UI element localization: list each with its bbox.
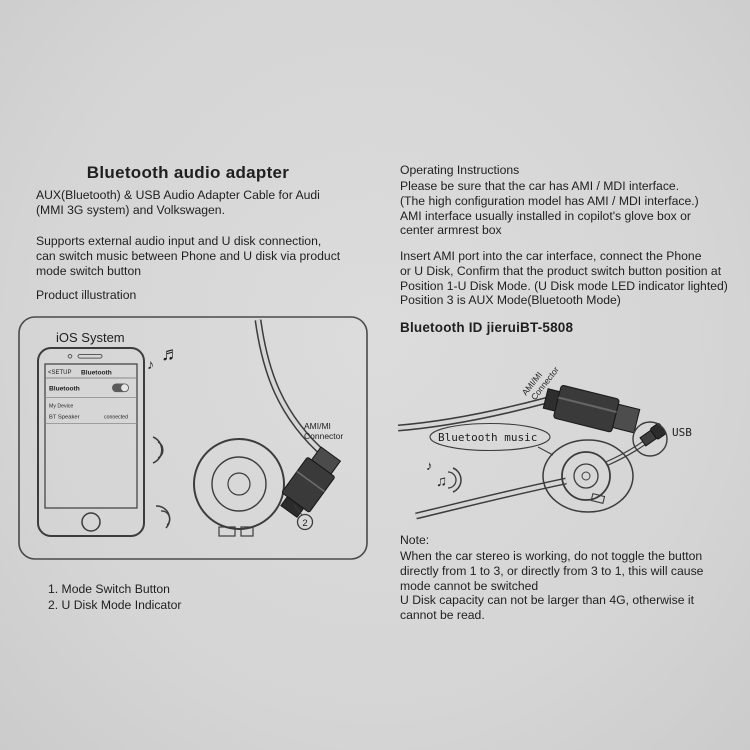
- indicator-circle: [296, 513, 314, 531]
- illustration-border: [18, 316, 368, 560]
- product-description: Supports external audio input and U disk…: [36, 234, 341, 278]
- cable: [254, 319, 329, 459]
- connector-label-line1: AMI/MI: [304, 421, 331, 431]
- paired-device-name: BT Speaker: [49, 415, 80, 421]
- product-illustration-label: Product illustration: [36, 288, 137, 302]
- phone-earpiece: [77, 354, 103, 359]
- indicator-number: 2: [302, 518, 307, 529]
- operating-paragraph-2: Insert AMI port into the car interface, …: [400, 249, 728, 308]
- bluetooth-id: Bluetooth ID jieruiBT-5808: [400, 320, 574, 335]
- phone-home-button: [81, 512, 101, 532]
- cable: [604, 440, 646, 467]
- my-device-label: My Device: [49, 404, 73, 410]
- music-notes-icon: ♬: [161, 344, 180, 365]
- note-heading: Note:: [400, 533, 430, 547]
- phone-outline: [37, 347, 145, 537]
- operating-paragraph-1: Please be sure that the car has AMI / MD…: [400, 179, 699, 238]
- ami-connector: [542, 384, 641, 434]
- music-notes-icon: ♫: [436, 473, 447, 490]
- cable: [415, 477, 567, 520]
- page-title: Bluetooth audio adapter: [86, 163, 290, 182]
- wireless-signal-icon: [447, 467, 462, 493]
- wireless-signal-icon: [152, 436, 164, 464]
- bluetooth-row-label: Bluetooth: [49, 386, 80, 393]
- indicator-leader-line: [293, 504, 303, 516]
- legend-item-2: 2. U Disk Mode Indicator: [48, 598, 182, 612]
- ami-connector: [280, 446, 342, 519]
- legend-item-1: 1. Mode Switch Button: [48, 582, 170, 596]
- bluetooth-toggle-knob: [121, 384, 129, 392]
- music-note-icon: ♪: [426, 458, 433, 473]
- wireless-signal-icon: [155, 505, 171, 529]
- music-note-icon: ♪: [147, 356, 154, 372]
- usb-callout-circle: [632, 421, 668, 457]
- paired-device-status: connected: [104, 415, 128, 421]
- note-text: When the car stereo is working, do not t…: [400, 549, 704, 623]
- usb-label: USB: [672, 426, 692, 439]
- product-subtitle: AUX(Bluetooth) & USB Audio Adapter Cable…: [36, 188, 320, 217]
- cable: [398, 396, 549, 432]
- ios-system-label: iOS System: [56, 330, 125, 345]
- device-callout-circle: [542, 439, 634, 513]
- bluetooth-music-label: Bluetooth music: [438, 431, 537, 444]
- product-illustration-diagram: iOS System <SETUP Bluetooth Bluetooth My…: [18, 316, 368, 560]
- phone-illustration: <SETUP Bluetooth Bluetooth My Device BT …: [37, 347, 145, 537]
- bluetooth-music-callout: [429, 422, 551, 452]
- phone-nav-title: Bluetooth: [81, 369, 112, 376]
- adapter-device: [561, 451, 611, 504]
- connector-label-line2: Connector: [304, 431, 343, 441]
- adapter-device: [193, 438, 285, 537]
- usb-plug: [639, 423, 667, 447]
- phone-nav-back-label: <SETUP: [48, 370, 72, 376]
- callout-leader-line: [537, 446, 554, 456]
- phone-screen: [44, 363, 138, 509]
- operating-instructions-heading: Operating Instructions: [400, 163, 520, 177]
- phone-camera: [67, 354, 73, 359]
- operating-diagram: AMI/MI Connector Bluetooth music USB ♪: [398, 365, 692, 520]
